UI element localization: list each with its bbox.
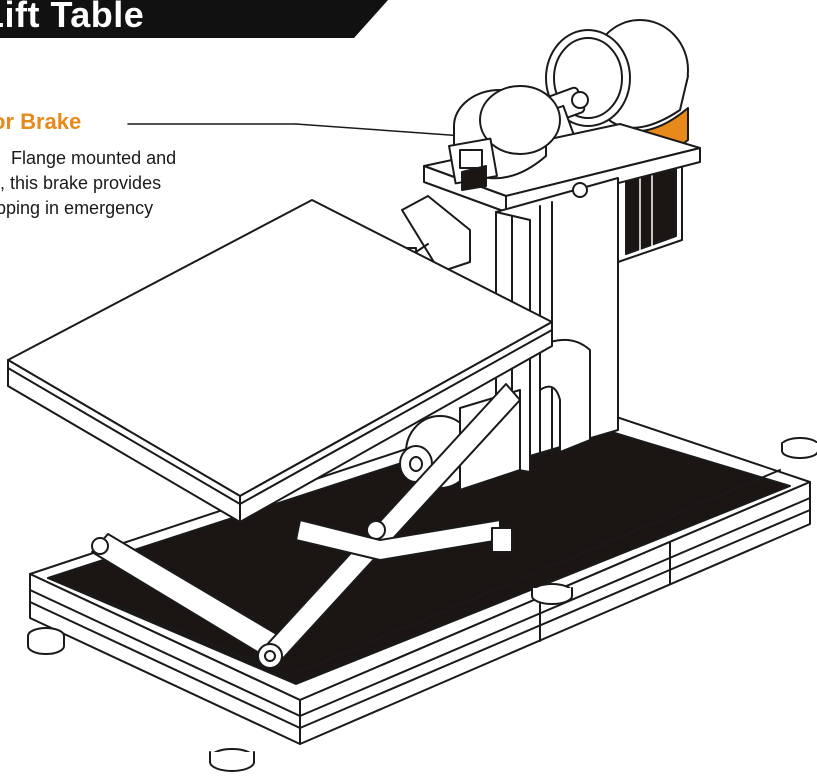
callout-heading: or Brake <box>0 109 82 134</box>
base-feet <box>27 437 817 772</box>
gearbox <box>448 85 561 191</box>
vertical-column <box>495 177 619 473</box>
callout-line-1: Flange mounted and <box>11 148 177 168</box>
scissor-links <box>91 383 521 669</box>
callout-line-3: pping in emergency <box>0 198 154 218</box>
title-banner: Lift Table <box>0 0 400 38</box>
page-title: Lift Table <box>0 0 145 35</box>
table-top <box>7 199 553 523</box>
callout-line-2: , this brake provides <box>0 173 162 193</box>
